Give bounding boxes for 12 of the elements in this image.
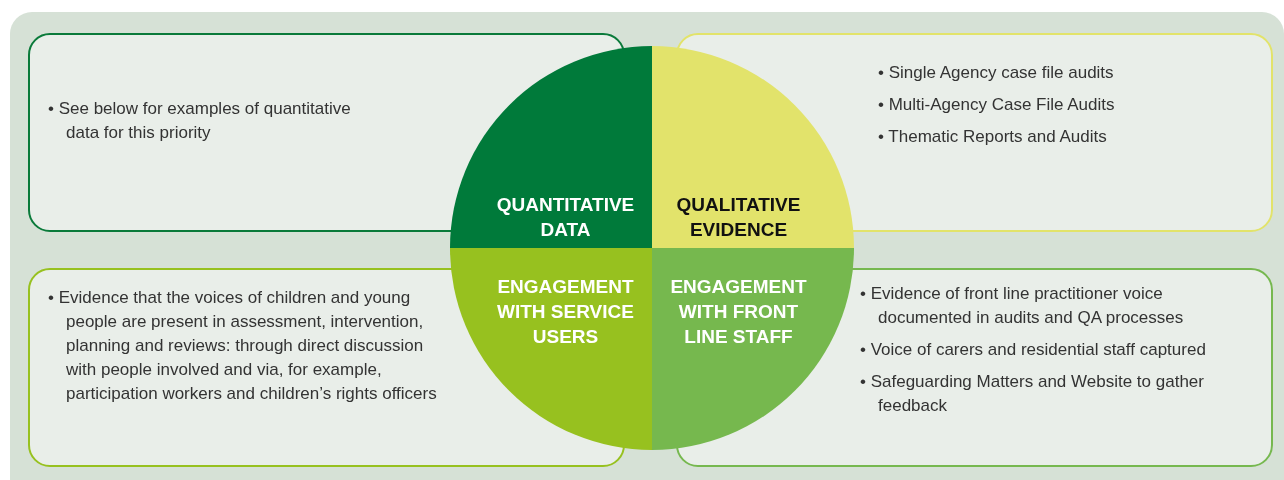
bullet-text: • Thematic Reports and Audits [878,126,1108,148]
bullet-text: • Multi-Agency Case File Audits [878,94,1116,116]
bullet-text: • Evidence of front line practitioner voice documented in audits and QA processes [860,283,1185,329]
quadrant-label: ENGAGEMENT WITH SERVICE USERS [496,275,635,349]
bullet-text: • See below for examples of quantitative data for this priority [48,98,352,144]
bullet-text: • Safeguarding Matters and Website to gather feedback [860,371,1205,417]
bullet-text: • Single Agency case file audits [878,62,1115,84]
bullet-text: • Voice of carers and residential staff captured [860,339,1207,361]
bullet-text: • Evidence that the voices of children and young people are present in assessment, intervention, planning and reviews: through direct discussion with people involved and via, for example, participation workers and children’s rights officers [48,287,438,405]
quadrant-label: QUALITATIVE EVIDENCE [675,193,802,242]
quadrant-label: ENGAGEMENT WITH FRONT LINE STAFF [669,275,808,349]
quadrant-label: QUANTITATIVE DATA [495,193,636,242]
